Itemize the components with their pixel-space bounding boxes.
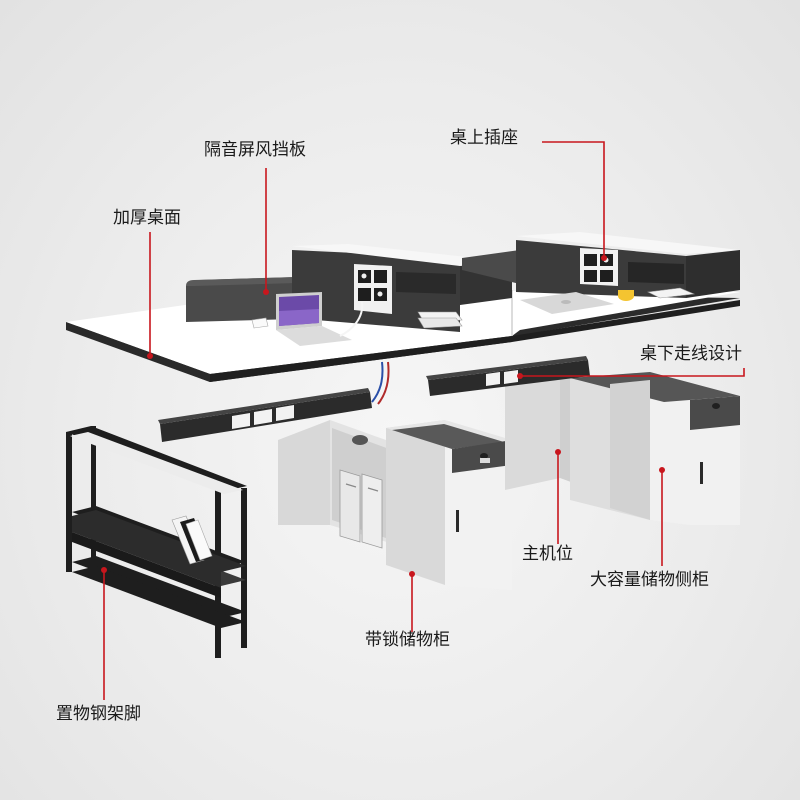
callout-desk-socket: 桌上插座 bbox=[450, 128, 518, 148]
callout-lines bbox=[103, 141, 745, 700]
callout-line-socket bbox=[542, 141, 605, 258]
callout-steel-shelf-leg: 置物钢架脚 bbox=[56, 704, 141, 724]
callout-screen-partition: 隔音屏风挡板 bbox=[204, 140, 306, 160]
steel-shelf-leg bbox=[66, 426, 247, 658]
cable-tray-right bbox=[426, 356, 590, 396]
locking-cabinet bbox=[386, 420, 512, 590]
callout-large-side-cabinet: 大容量储物侧柜 bbox=[590, 570, 709, 590]
power-socket-icon bbox=[232, 405, 294, 429]
left-host-pedestal bbox=[278, 420, 400, 549]
callout-dots bbox=[101, 255, 665, 577]
upper-shelf-right bbox=[462, 232, 740, 298]
book-stack-right bbox=[646, 287, 696, 299]
power-adapter bbox=[251, 301, 364, 337]
cables bbox=[371, 361, 390, 405]
laptop-icon bbox=[276, 292, 352, 346]
callout-under-desk-wiring: 桌下走线设计 bbox=[640, 344, 742, 364]
coffee-cup-icon bbox=[618, 290, 634, 301]
book-stack-desk bbox=[417, 311, 463, 329]
laptop-icon-right bbox=[520, 292, 614, 314]
callout-line-wiring bbox=[520, 368, 745, 377]
callout-locking-cabinet: 带锁储物柜 bbox=[365, 630, 450, 650]
cable-tray-left bbox=[158, 388, 372, 442]
lock-icon bbox=[480, 453, 490, 463]
large-side-cabinet bbox=[570, 372, 740, 525]
upper-shelf-left bbox=[292, 244, 512, 332]
callout-host-position: 主机位 bbox=[522, 544, 573, 564]
host-tower-left bbox=[339, 469, 383, 549]
book-stack-icon bbox=[171, 515, 213, 565]
callout-thick-desktop: 加厚桌面 bbox=[113, 208, 181, 228]
